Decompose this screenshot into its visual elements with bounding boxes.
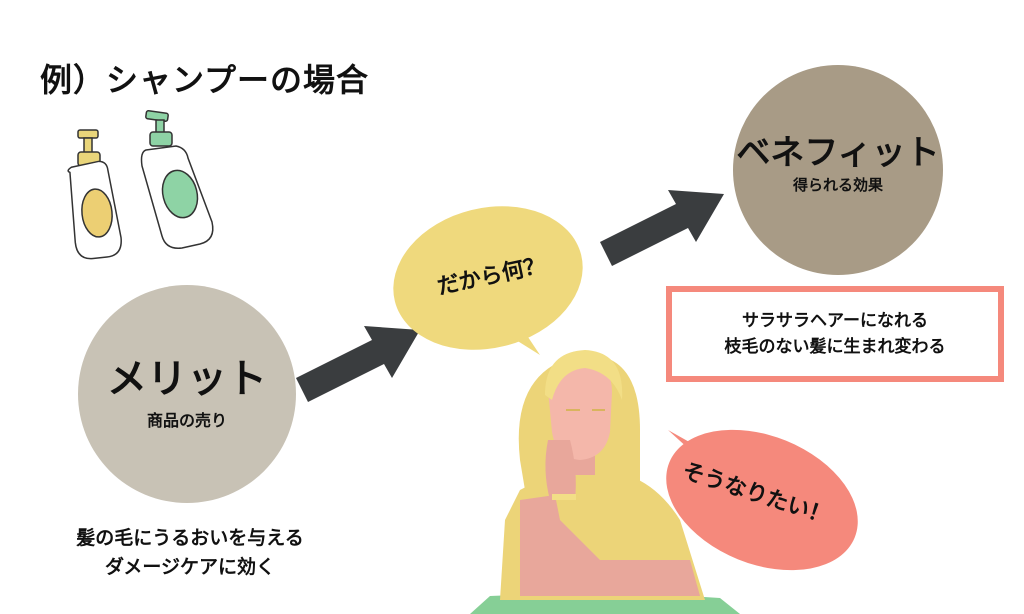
benefit-heading: ベネフィット <box>736 132 940 173</box>
result-line: 枝毛のない髪に生まれ変わる <box>724 337 946 357</box>
merit-circle: メリット 商品の売り <box>78 285 296 503</box>
arrow-question-to-benefit-icon <box>600 190 724 266</box>
thinking-woman-illustration <box>470 350 740 614</box>
merit-desc-line: 髪の毛にうるおいを与える <box>76 527 304 549</box>
wish-bubble-icon <box>666 429 858 571</box>
benefit-result-box: サラサラヘアーになれる 枝毛のない髪に生まれ変わる <box>666 286 1004 382</box>
page-title: 例）シャンプーの場合 <box>40 61 370 99</box>
shampoo-bottle-green-icon <box>140 110 214 249</box>
benefit-subtitle: 得られる効果 <box>792 176 883 195</box>
merit-subtitle: 商品の売り <box>146 411 227 430</box>
result-line: サラサラヘアーになれる <box>742 310 928 331</box>
shampoo-bottle-yellow-icon <box>67 129 122 260</box>
benefit-circle: ベネフィット 得られる効果 <box>733 65 943 275</box>
arrow-merit-to-question-icon <box>296 326 420 402</box>
question-bubble-icon <box>393 206 583 355</box>
merit-description: 髪の毛にうるおいを与える ダメージケアに効く <box>40 524 340 581</box>
merit-heading: メリット <box>107 356 267 402</box>
merit-desc-line: ダメージケアに効く <box>104 555 276 578</box>
